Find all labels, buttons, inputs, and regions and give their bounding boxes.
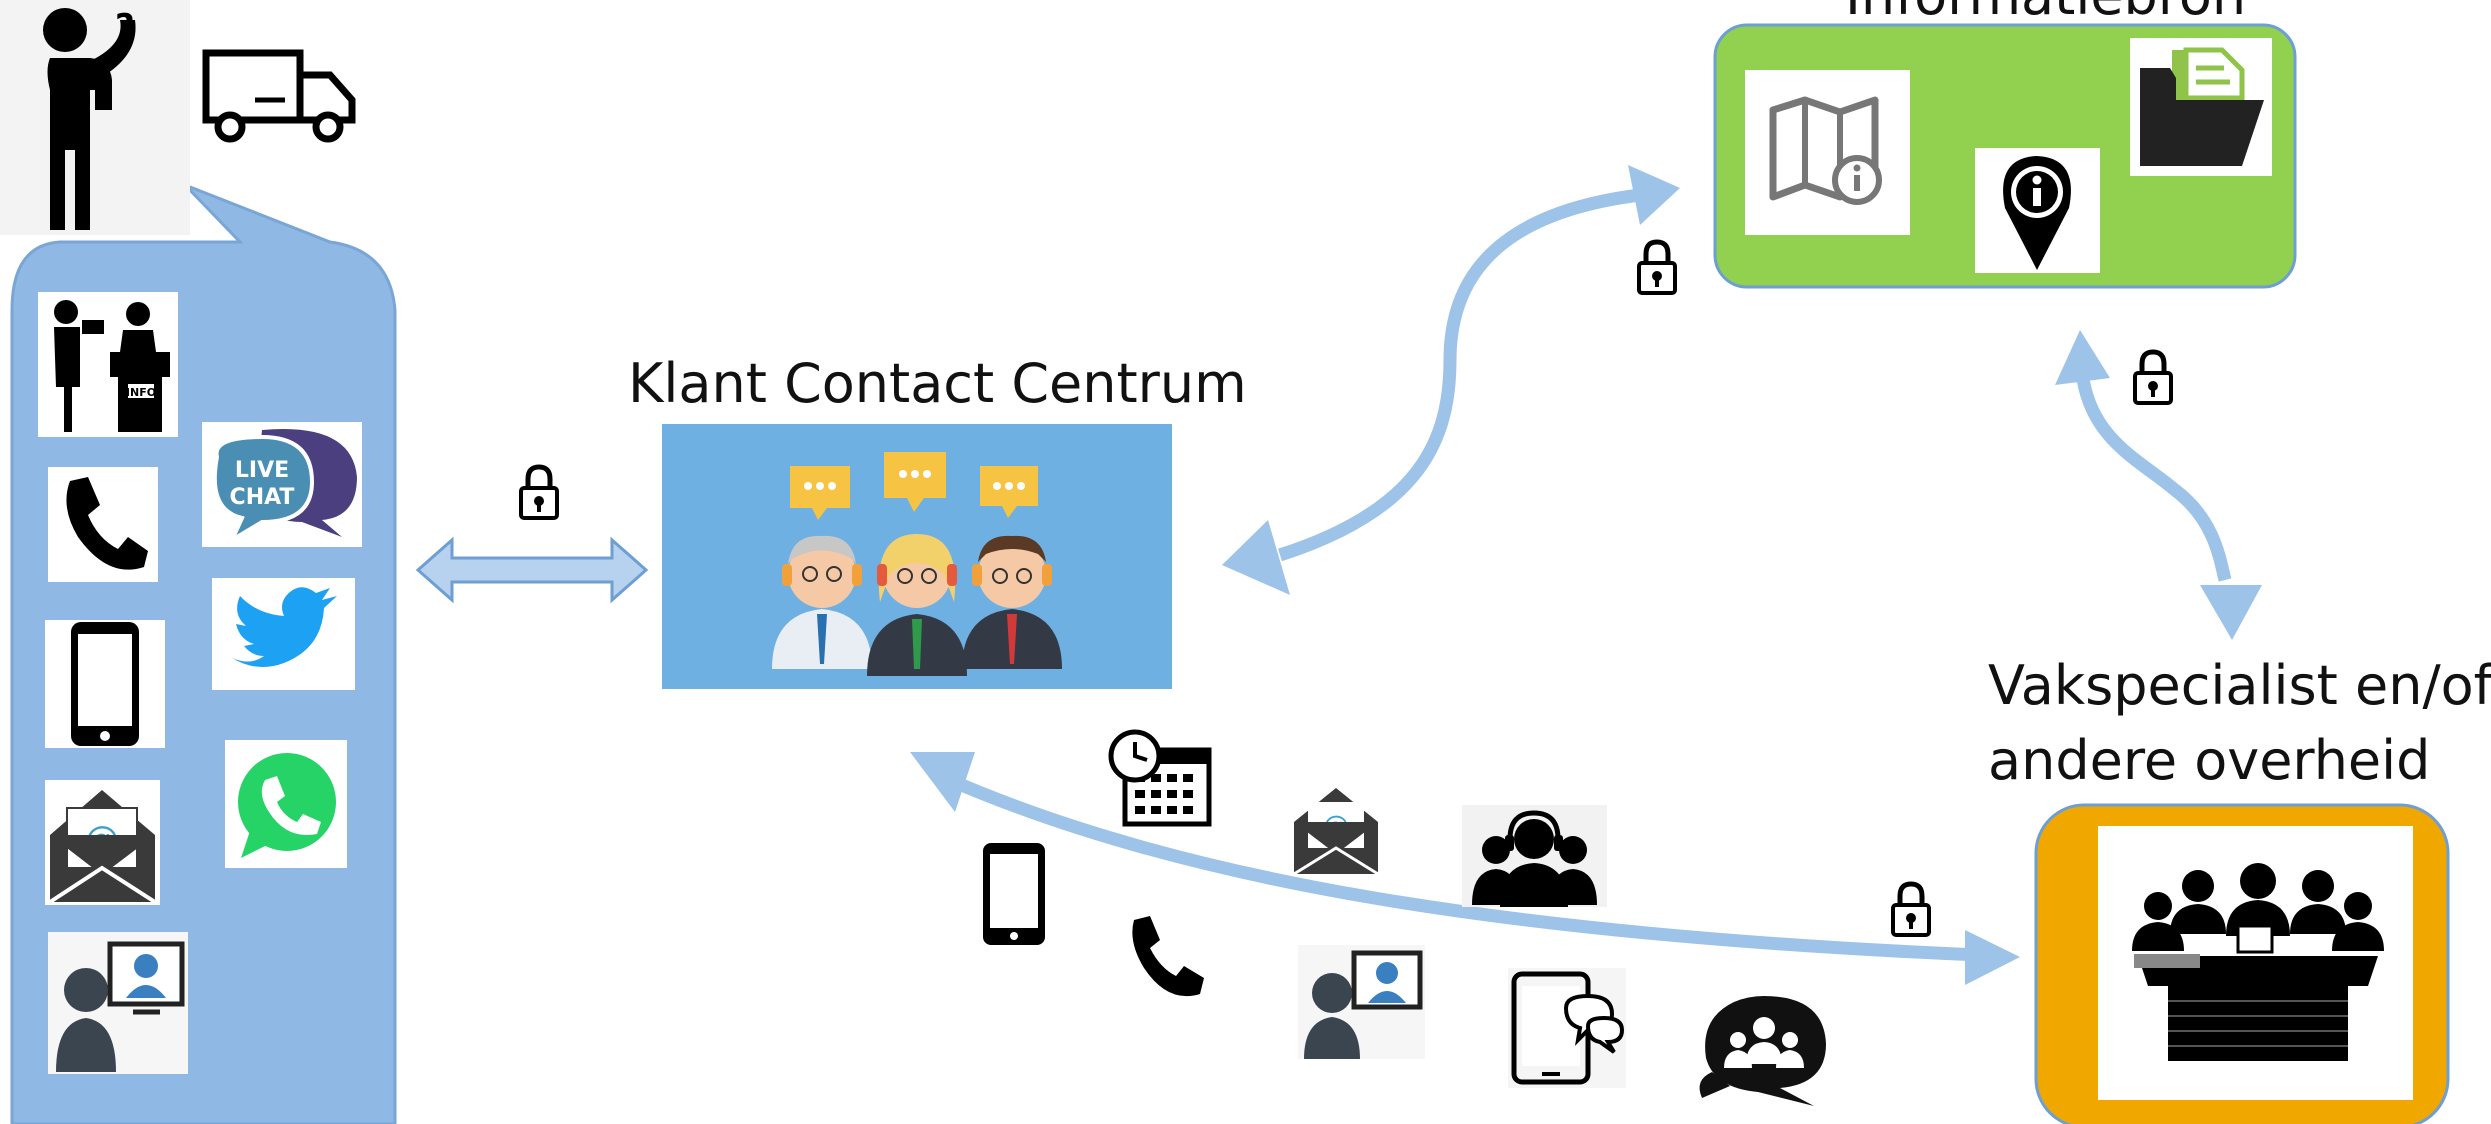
video-call-icon bbox=[1298, 945, 1425, 1059]
whatsapp-icon bbox=[225, 740, 347, 868]
phone-icon bbox=[48, 467, 158, 582]
curved-arrow-kcc-specialist bbox=[910, 752, 2020, 985]
wavy-arrow-information-specialist bbox=[2055, 330, 2262, 640]
info-desk-icon: INFO bbox=[38, 292, 178, 437]
email-icon: @ bbox=[45, 780, 160, 905]
specialist-title-line1: Vakspecialist en/of bbox=[1988, 654, 2491, 717]
live-chat-icon: LIVE CHAT bbox=[202, 422, 362, 547]
information-source-title: Informatiebron bbox=[1845, 0, 2246, 30]
meeting-table-icon bbox=[2098, 826, 2413, 1100]
specialist-title-line2: andere overheid bbox=[1988, 729, 2431, 792]
live-chat-text-1: LIVE bbox=[235, 458, 289, 483]
call-center-agents-icon bbox=[662, 424, 1172, 689]
confused-person-icon: ? bbox=[0, 0, 190, 235]
kcc-title: Klant Contact Centrum bbox=[628, 352, 1247, 415]
padlock-icon bbox=[1637, 239, 1677, 295]
delivery-truck-icon bbox=[202, 49, 356, 143]
info-desk-text: INFO bbox=[126, 386, 156, 399]
padlock-icon bbox=[1891, 881, 1931, 937]
group-chat-icon bbox=[1699, 996, 1826, 1106]
twitter-icon bbox=[212, 578, 355, 690]
curved-arrow-kcc-information bbox=[1222, 165, 1680, 595]
location-info-icon bbox=[1975, 148, 2100, 273]
folder-document-icon bbox=[2130, 38, 2272, 176]
padlock-icon bbox=[2133, 349, 2173, 405]
live-chat-text-2: CHAT bbox=[230, 485, 295, 510]
tablet-chat-icon bbox=[1508, 968, 1626, 1088]
email-icon: @ bbox=[1293, 788, 1379, 876]
padlock-icon bbox=[519, 464, 559, 520]
calendar-clock-icon bbox=[1108, 729, 1212, 827]
smartphone-icon bbox=[45, 620, 165, 748]
headset-group-icon bbox=[1462, 805, 1607, 907]
map-info-icon bbox=[1745, 70, 1910, 235]
phone-icon bbox=[1132, 916, 1204, 997]
double-arrow-channels-kcc bbox=[415, 536, 649, 604]
svg-text:?: ? bbox=[115, 7, 135, 47]
smartphone-icon bbox=[983, 843, 1045, 945]
video-call-icon bbox=[48, 932, 188, 1074]
